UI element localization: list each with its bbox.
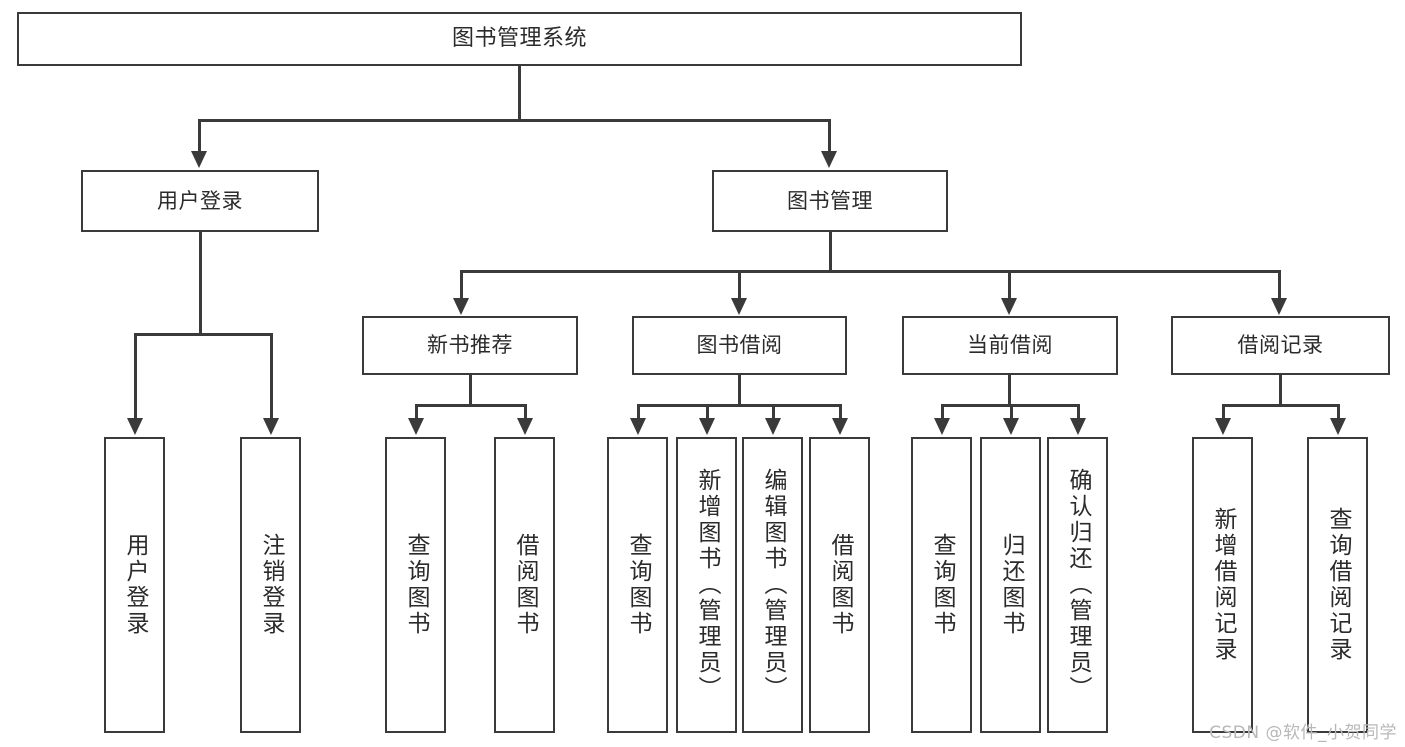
- connector-borrowrecord-drop-1: [1222, 404, 1225, 420]
- watermark-text: CSDN @软件_小贺同学: [1209, 723, 1397, 743]
- leaf-book-borrow-query[interactable]: 查询图书: [607, 437, 668, 733]
- connector-newbook-drop-2: [524, 404, 527, 420]
- leaf-book-borrow-borrow[interactable]: 借阅图书: [809, 437, 870, 733]
- node-label: 查询图书: [403, 533, 429, 637]
- leaf-current-borrow-confirm-return[interactable]: 确认归还（管理员）: [1047, 437, 1108, 733]
- node-borrow-record[interactable]: 借阅记录: [1171, 316, 1390, 375]
- connector-bookborrow-drop-3: [772, 404, 775, 420]
- leaf-borrow-record-add[interactable]: 新增借阅记录: [1192, 437, 1253, 733]
- node-label: 借阅图书: [827, 533, 853, 637]
- leaf-current-borrow-query[interactable]: 查询图书: [911, 437, 972, 733]
- node-label: 用户登录: [157, 188, 243, 213]
- node-user-login[interactable]: 用户登录: [81, 170, 319, 232]
- connector-userlogin-stem: [199, 232, 202, 335]
- connector-userlogin-drop-2: [270, 333, 273, 420]
- leaf-current-borrow-return[interactable]: 归还图书: [980, 437, 1041, 733]
- node-root-system[interactable]: 图书管理系统: [17, 12, 1022, 66]
- connector-bookborrow-drop-1: [637, 404, 640, 420]
- arrowhead-to-user-login: [191, 151, 207, 168]
- connector-bookmgmt-drop-1: [460, 270, 463, 300]
- arrowhead-newbook-leaf-1: [408, 418, 424, 435]
- arrowhead-borrowrecord-leaf-2: [1330, 418, 1346, 435]
- arrowhead-borrowrecord-leaf-1: [1215, 418, 1231, 435]
- arrowhead-to-book-manage: [821, 151, 837, 168]
- leaf-borrow-record-query[interactable]: 查询借阅记录: [1307, 437, 1368, 733]
- connector-root-stem: [518, 65, 521, 121]
- node-label: 图书管理系统: [451, 26, 587, 52]
- connector-currentborrow-drop-2: [1010, 404, 1013, 420]
- node-label: 查询图书: [929, 533, 955, 637]
- connector-borrowrecord-drop-2: [1337, 404, 1340, 420]
- node-current-borrow[interactable]: 当前借阅: [902, 316, 1118, 375]
- node-book-management[interactable]: 图书管理: [712, 170, 948, 232]
- node-label: 借阅图书: [512, 533, 538, 637]
- arrowhead-to-new-book-recommend: [453, 298, 469, 315]
- node-label: 确认归还（管理员）: [1065, 468, 1091, 702]
- arrowhead-newbook-leaf-2: [517, 418, 533, 435]
- connector-bookborrow-bar: [637, 404, 841, 407]
- node-label: 当前借阅: [967, 333, 1053, 358]
- node-label: 查询借阅记录: [1325, 507, 1351, 663]
- arrowhead-userlogin-leaf-2: [263, 418, 279, 435]
- node-label: 新增借阅记录: [1210, 507, 1236, 663]
- node-label: 编辑图书（管理员）: [760, 468, 786, 702]
- connector-root-drop-left: [198, 119, 201, 153]
- arrowhead-bookborrow-leaf-4: [832, 418, 848, 435]
- connector-bookmgmt-drop-4: [1278, 270, 1281, 300]
- connector-currentborrow-drop-1: [941, 404, 944, 420]
- connector-bookmgmt-drop-3: [1008, 270, 1011, 300]
- leaf-book-borrow-add[interactable]: 新增图书（管理员）: [676, 437, 737, 733]
- node-label: 注销登录: [258, 533, 284, 637]
- arrowhead-to-current-borrow: [1001, 298, 1017, 315]
- arrowhead-to-borrow-record: [1271, 298, 1287, 315]
- node-new-book-recommend[interactable]: 新书推荐: [362, 316, 578, 375]
- node-label: 图书借阅: [696, 333, 783, 358]
- connector-bookborrow-stem: [738, 375, 741, 406]
- node-label: 归还图书: [998, 533, 1024, 637]
- connector-userlogin-drop-1: [134, 333, 137, 420]
- arrowhead-currentborrow-leaf-1: [934, 418, 950, 435]
- connector-borrowrecord-bar: [1222, 404, 1338, 407]
- leaf-user-login-logout[interactable]: 注销登录: [240, 437, 301, 733]
- connector-userlogin-bar: [134, 333, 272, 336]
- connector-newbook-stem: [469, 375, 472, 406]
- arrowhead-to-book-borrow: [731, 298, 747, 315]
- node-label: 用户登录: [122, 533, 148, 637]
- connector-bookborrow-drop-2: [706, 404, 709, 420]
- connector-bookborrow-drop-4: [839, 404, 842, 420]
- leaf-book-borrow-edit[interactable]: 编辑图书（管理员）: [742, 437, 803, 733]
- connector-bookmgmt-stem: [829, 232, 832, 272]
- arrowhead-bookborrow-leaf-3: [765, 418, 781, 435]
- arrowhead-bookborrow-leaf-1: [630, 418, 646, 435]
- connector-root-drop-right: [828, 119, 831, 153]
- connector-borrowrecord-stem: [1279, 375, 1282, 406]
- leaf-user-login-login[interactable]: 用户登录: [104, 437, 165, 733]
- connector-root-bar: [198, 119, 831, 122]
- arrowhead-currentborrow-leaf-2: [1003, 418, 1019, 435]
- connector-bookmgmt-bar: [460, 270, 1280, 273]
- node-label: 查询图书: [625, 533, 651, 637]
- connector-bookmgmt-drop-2: [738, 270, 741, 300]
- leaf-new-book-query[interactable]: 查询图书: [385, 437, 446, 733]
- node-label: 新书推荐: [427, 333, 513, 358]
- arrowhead-bookborrow-leaf-2: [699, 418, 715, 435]
- connector-currentborrow-stem: [1008, 375, 1011, 406]
- connector-currentborrow-drop-3: [1077, 404, 1080, 420]
- connector-newbook-drop-1: [415, 404, 418, 420]
- connector-newbook-bar: [415, 404, 526, 407]
- arrowhead-currentborrow-leaf-3: [1070, 418, 1086, 435]
- leaf-new-book-borrow[interactable]: 借阅图书: [494, 437, 555, 733]
- node-label: 新增图书（管理员）: [694, 468, 720, 702]
- node-label: 图书管理: [787, 188, 873, 213]
- node-label: 借阅记录: [1237, 333, 1324, 358]
- arrowhead-userlogin-leaf-1: [127, 418, 143, 435]
- node-book-borrow[interactable]: 图书借阅: [632, 316, 847, 375]
